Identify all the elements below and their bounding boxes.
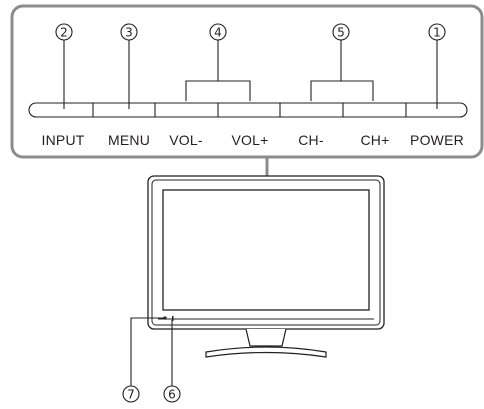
- callout-number-channel: 5: [337, 26, 345, 40]
- remote-sensor: [172, 316, 174, 321]
- tv-stand-neck: [245, 328, 287, 347]
- callout-channel: 5: [310, 23, 374, 101]
- callout-number-power: 1: [433, 26, 441, 40]
- power-button-label: POWER: [410, 132, 464, 148]
- callout-number-menu: 3: [125, 26, 133, 40]
- tv-illustration: [147, 175, 385, 358]
- callout-sensor-6: 6: [163, 320, 181, 403]
- callout-input: 2: [55, 23, 73, 109]
- callout-power: 1: [428, 23, 446, 109]
- callout-menu: 3: [120, 23, 138, 109]
- button-strip: [28, 102, 468, 118]
- callout-indicator-7: 7: [122, 317, 165, 403]
- vol-plus-button-label: VOL+: [232, 132, 269, 148]
- menu-button-label: MENU: [108, 132, 150, 148]
- ch-plus-button-label: CH+: [361, 132, 390, 148]
- tv-screen: [162, 189, 370, 311]
- callout-number-7: 7: [127, 388, 135, 402]
- ch-minus-button-label: CH-: [298, 132, 324, 148]
- callout-number-volume: 4: [214, 26, 222, 40]
- callout-volume: 4: [185, 23, 251, 101]
- vol-minus-button-label: VOL-: [169, 132, 203, 148]
- callout-number-input: 2: [60, 26, 68, 40]
- tv-stand-base: [205, 346, 327, 358]
- callout-number-6: 6: [168, 388, 176, 402]
- input-button-label: INPUT: [42, 132, 85, 148]
